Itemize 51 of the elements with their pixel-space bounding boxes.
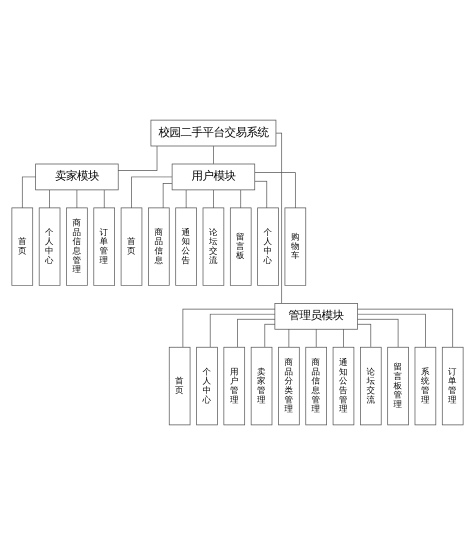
node-box: 商品分类管理	[278, 346, 300, 426]
connector	[236, 318, 275, 348]
connector	[356, 308, 453, 348]
node-box: 留言板管理	[386, 346, 408, 426]
node-box: 管理员模块	[274, 303, 358, 330]
connector	[212, 190, 214, 208]
node-box: 商品信息管理	[304, 346, 326, 426]
connector	[48, 190, 50, 208]
connector	[185, 190, 186, 208]
node-box: 商品信息	[148, 207, 170, 286]
node-box: 论坛交流	[360, 346, 382, 426]
connector	[275, 132, 282, 304]
connector	[254, 180, 267, 208]
node-box: 系统管理	[414, 346, 436, 426]
connector	[209, 314, 274, 348]
connector	[130, 176, 172, 208]
node-box: 卖家模块	[34, 164, 118, 190]
connector	[162, 183, 172, 208]
connector	[264, 324, 275, 348]
connector	[118, 146, 157, 171]
connector	[288, 329, 289, 348]
connector	[356, 314, 426, 348]
node-box: 首页	[120, 207, 142, 286]
node-box: 个人中心	[196, 346, 218, 426]
connector	[76, 190, 77, 208]
node-box: 个人中心	[256, 207, 278, 286]
connector	[342, 329, 344, 348]
node-box: 用户模块	[171, 164, 255, 190]
node-box: 卖家管理	[250, 346, 272, 426]
node-box: 留言板	[229, 207, 252, 286]
connector	[315, 329, 316, 348]
connector	[356, 318, 398, 348]
node-box: 校园二手平台交易系统	[150, 120, 276, 146]
node-box: 首页	[168, 346, 190, 426]
node-box: 个人中心	[38, 207, 60, 286]
node-box: 首页	[11, 207, 33, 286]
node-box: 订单管理	[441, 346, 463, 426]
node-box: 购物车	[284, 207, 306, 286]
connector	[182, 308, 275, 348]
connector	[103, 190, 104, 208]
node-box: 订单管理	[92, 207, 114, 286]
connector	[240, 190, 241, 208]
connector	[356, 324, 371, 348]
connector	[212, 146, 214, 164]
node-box: 通知公告	[174, 207, 196, 286]
node-box: 用户管理	[222, 346, 245, 426]
node-box: 商品信息管理	[66, 207, 88, 286]
node-box: 论坛交流	[202, 207, 224, 286]
connector	[21, 176, 36, 208]
node-box: 通知公告管理	[332, 346, 354, 426]
connector	[254, 172, 296, 208]
